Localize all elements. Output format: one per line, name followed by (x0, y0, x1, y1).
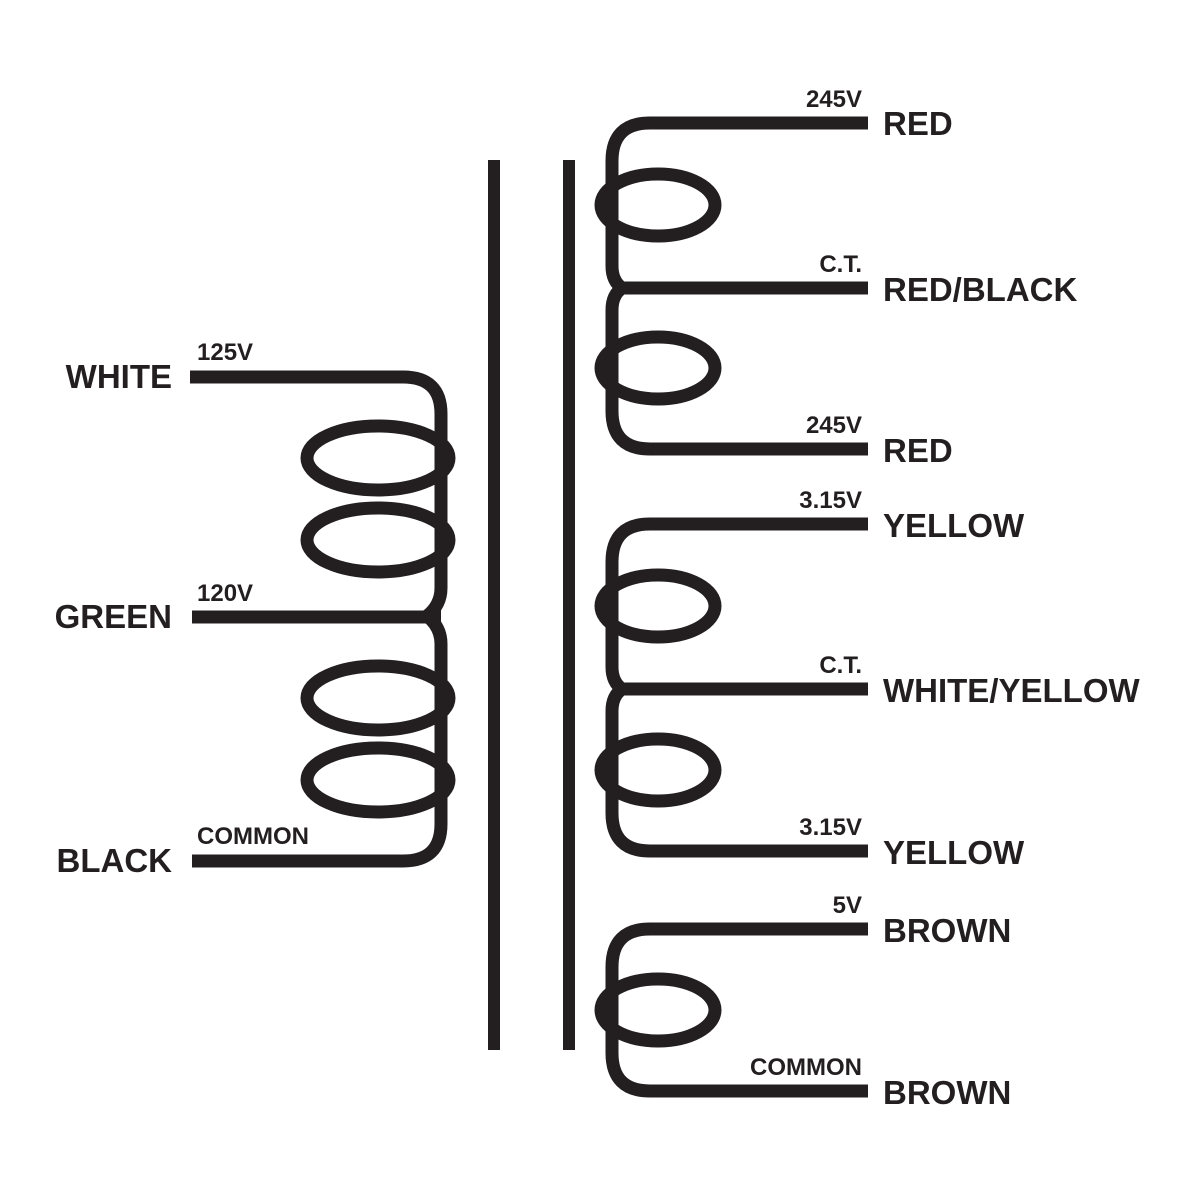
hv-wire-label-red-top: RED (883, 105, 953, 142)
primary-tap-label-common: COMMON (197, 823, 309, 850)
primary-coil-loop-4 (300, 741, 456, 819)
heater-wire-label-white-yellow: WHITE/YELLOW (883, 672, 1140, 709)
hv-tap-label-ct: C.T. (819, 251, 862, 278)
heater-tap-label-ct: C.T. (819, 652, 862, 679)
secondary-winding-hv (594, 116, 868, 456)
primary-coil-loop-3 (300, 659, 456, 737)
hv-coil-loop-1 (594, 167, 722, 243)
heater-tap-label-315v-bottom: 3.15V (799, 814, 862, 841)
heater-coil-loop-2 (594, 732, 722, 808)
rectifier-tap-label-common: COMMON (750, 1054, 862, 1081)
hv-wire-label-red-bottom: RED (883, 432, 953, 469)
hv-coil-loop-2 (594, 330, 722, 406)
core-bar-left (488, 160, 500, 1050)
primary-coil-loop-1 (300, 419, 456, 497)
primary-tap-label-120v: 120V (197, 580, 253, 607)
rectifier-wire-label-brown-top: BROWN (883, 912, 1011, 949)
heater-tap-label-315v-top: 3.15V (799, 487, 862, 514)
heater-wire-label-yellow-bottom: YELLOW (883, 834, 1025, 871)
primary-wire-label-white: WHITE (66, 358, 172, 395)
rectifier-coil-wire (605, 922, 868, 1098)
heater-wire-label-yellow-top: YELLOW (883, 507, 1025, 544)
core-bar-right (563, 160, 575, 1050)
primary-wire-label-green: GREEN (55, 598, 172, 635)
hv-tap-label-245v-bottom: 245V (806, 412, 862, 439)
primary-wire-label-black: BLACK (57, 842, 173, 879)
primary-tap-label-125v: 125V (197, 339, 253, 366)
primary-winding (190, 370, 456, 868)
rectifier-tap-label-5v: 5V (833, 892, 862, 919)
hv-wire-label-red-black: RED/BLACK (883, 271, 1077, 308)
primary-coil-loop-2 (300, 501, 456, 579)
rectifier-wire-label-brown-bottom: BROWN (883, 1074, 1011, 1111)
rectifier-coil-loop-1 (594, 972, 722, 1048)
transformer-core (488, 160, 575, 1050)
secondary-winding-rectifier (594, 922, 868, 1098)
heater-coil-loop-1 (594, 568, 722, 644)
secondary-winding-heater (594, 517, 868, 858)
hv-tap-label-245v-top: 245V (806, 86, 862, 113)
